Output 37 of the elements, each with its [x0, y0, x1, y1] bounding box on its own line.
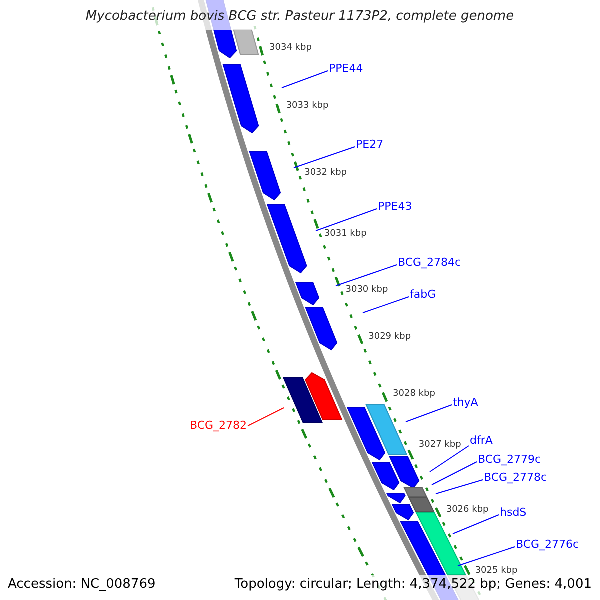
scale-label: 3029 kbp — [368, 332, 412, 342]
leader-line — [430, 446, 470, 472]
gene-label: hsdS — [500, 506, 527, 519]
title: Mycobacterium bovis BCG str. Pasteur 1173P2, complete genome — [84, 9, 516, 24]
leader-line — [436, 480, 484, 494]
scale-label: 3030 kbp — [346, 285, 388, 296]
leader-line — [336, 264, 398, 286]
gene-label: BCG_2778c — [484, 471, 548, 484]
leader-line — [458, 546, 516, 566]
gene-label: BCG_2779c — [478, 453, 542, 466]
leader-line — [294, 146, 356, 168]
gene-label: thyA — [453, 396, 478, 409]
leader-line — [406, 404, 452, 422]
gene-label: PPE43 — [378, 200, 412, 213]
gene-label: PE27 — [356, 138, 384, 151]
leader-line — [362, 296, 410, 314]
gene-label: dfrA — [470, 434, 493, 447]
leader-line — [432, 462, 478, 486]
scale-label: 3032 kbp — [304, 168, 347, 179]
scale-label: 3027 kbp — [418, 440, 462, 451]
leader-line — [452, 514, 500, 534]
accession-text: Accession: NC_008769 — [8, 577, 156, 592]
gene-label: BCG_2776c — [516, 538, 580, 551]
gene-label: PPE44 — [329, 62, 364, 75]
genome-info-text: Topology: circular; Length: 4,374,522 bp; Genes: 4,001 — [234, 577, 592, 592]
scale-label: 3028 kbp — [393, 389, 436, 400]
scale-label: 3033 kbp — [286, 100, 329, 112]
scale-label: 3034 kbp — [270, 43, 312, 54]
leader-line — [282, 70, 328, 88]
scale-label: 3031 kbp — [324, 228, 367, 240]
scale-label: 3025 kbp — [475, 566, 518, 578]
gene-label: BCG_2782 — [190, 419, 248, 432]
gene-label: BCG_2784c — [398, 256, 462, 269]
gene-label: fabG — [410, 288, 436, 301]
scale-label: 3026 kbp — [446, 504, 489, 516]
leader-line — [316, 208, 378, 232]
leader-line — [248, 408, 284, 426]
